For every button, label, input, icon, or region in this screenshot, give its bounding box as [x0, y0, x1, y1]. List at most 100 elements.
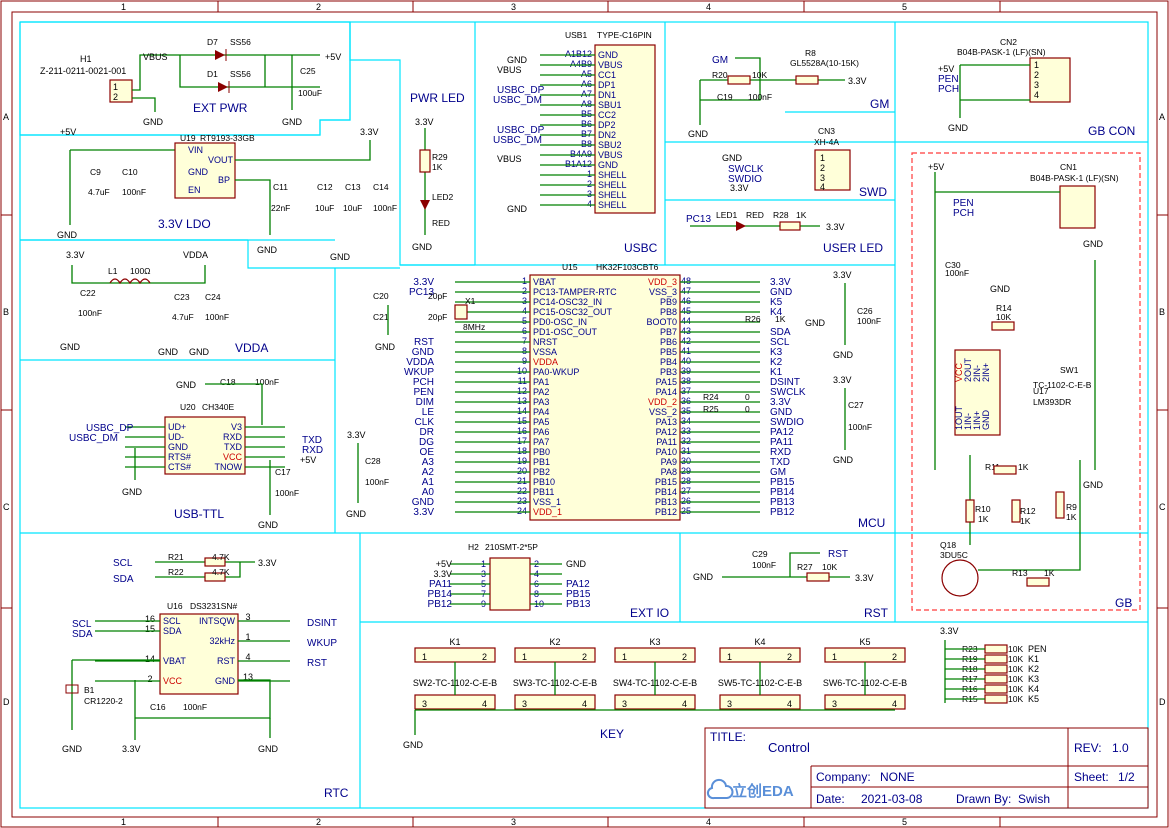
key-pin-number: 2	[682, 652, 687, 662]
r29-value: 1K	[432, 162, 443, 172]
pullup-net: K3	[1028, 674, 1039, 684]
key-pin-number: 1	[622, 652, 627, 662]
c14-value: 100nF	[373, 203, 397, 213]
key-pin-number: 3	[422, 699, 427, 709]
usb1-pin-name: VBUS	[598, 60, 623, 70]
u15-net-label: PB14	[770, 487, 795, 498]
title-block-frame	[704, 727, 1149, 809]
gnd-label: GND	[57, 230, 78, 240]
u15-pin-name: PB6	[660, 337, 677, 347]
u15-pin-number: 25	[681, 506, 691, 516]
net-3v3: 3.3V	[258, 558, 277, 568]
svg-text:3: 3	[820, 173, 825, 183]
h2-net-label: PA11	[429, 579, 452, 590]
u15-pin-name: PB7	[660, 327, 677, 337]
u15-net-label: WKUP	[404, 367, 434, 378]
net-3v3: 3.3V	[855, 573, 874, 583]
u15-net-label: PB13	[770, 497, 795, 508]
r21-resistor	[204, 557, 226, 567]
company-label: Company:	[816, 770, 871, 784]
p5v-label: +5V	[325, 52, 341, 62]
u15-pin-number: 23	[517, 496, 527, 506]
company-value: NONE	[880, 770, 915, 784]
r8-photoresistor	[795, 75, 819, 85]
net-pch: PCH	[953, 208, 974, 219]
pullup-net: K1	[1028, 654, 1039, 664]
u15-pin-name: PB2	[533, 467, 550, 477]
c23-value: 4.7uF	[172, 312, 194, 322]
u15-pin-number: 38	[681, 376, 691, 386]
led2-ref: LED2	[432, 192, 454, 202]
u15-pin-name: PB8	[660, 307, 677, 317]
u17-pin-name: GND	[981, 410, 991, 431]
u15-net-label: SCL	[770, 337, 790, 348]
u16-pin-number: 13	[243, 672, 253, 682]
usb1-pin-name: DP2	[598, 120, 616, 130]
key-net-label: K2	[549, 637, 560, 647]
u15-pin-number: 46	[681, 296, 691, 306]
u15-mcu	[529, 274, 681, 521]
u15-pin-number: 33	[681, 426, 691, 436]
h2-net-label: PB14	[428, 589, 453, 600]
net-pen: PEN	[938, 74, 959, 85]
h2-ref: H2	[468, 542, 479, 552]
svg-text:1: 1	[820, 153, 825, 163]
l1-ref: L1	[108, 266, 118, 276]
u15-pin-name: PB0	[533, 447, 550, 457]
title-gb: GB	[1115, 596, 1132, 610]
d1-diode	[218, 82, 228, 92]
usb1-pin-name: GND	[598, 160, 619, 170]
u15-pin-name: PD1-OSC_OUT	[533, 327, 598, 337]
u16-pin-number: 14	[145, 654, 155, 664]
c20-ref: C20	[373, 291, 389, 301]
b1-value: CR1220-2	[84, 696, 123, 706]
grid-row-c: C	[3, 502, 10, 512]
c30-value: 100nF	[945, 268, 969, 278]
u15-pin-name: VDD_2	[648, 397, 677, 407]
u15-pin-name: BOOT0	[646, 317, 677, 327]
pullup-value: 10K	[1008, 684, 1023, 694]
r26-value: 1K	[775, 314, 786, 324]
grid-col-5-b: 5	[902, 817, 907, 827]
u15-pin-name: PA0-WKUP	[533, 367, 579, 377]
svg-text:4: 4	[820, 182, 825, 192]
d1-ref: D1	[207, 69, 218, 79]
x1-ref: X1	[465, 296, 476, 306]
u15-net-label: 3.3V	[413, 507, 434, 518]
net-3v3: 3.3V	[66, 250, 85, 260]
u15-net-label: K4	[770, 307, 783, 318]
c12-ref: C12	[317, 182, 333, 192]
gnd-label: GND	[412, 242, 433, 252]
net-pen: PEN	[953, 198, 974, 209]
h1-value: Z-211-0211-0021-001	[40, 66, 126, 76]
c29-ref: C29	[752, 549, 768, 559]
c22-ref: C22	[80, 288, 96, 298]
c23-ref: C23	[174, 292, 190, 302]
u20-pin-name: UD-	[168, 432, 184, 442]
drawn-by-label: Drawn By:	[956, 792, 1011, 806]
c17-value: 100nF	[275, 488, 299, 498]
u15-pin-name: PC15-OSC32_OUT	[533, 307, 613, 317]
u20-pin-name: GND	[168, 442, 189, 452]
gnd-label: GND	[257, 245, 278, 255]
u15-pin-number: 1	[522, 276, 527, 286]
usb1-pin-number: A8	[581, 99, 592, 109]
q18-ref: Q18	[940, 540, 956, 550]
r12-ref: R12	[1020, 506, 1036, 516]
c18-value: 100nF	[255, 377, 279, 387]
u15-pin-name: PA1	[533, 377, 549, 387]
r9-ref: R9	[1066, 502, 1077, 512]
led1-ref: LED1	[716, 210, 738, 220]
r26-ref: R26	[745, 314, 761, 324]
u15-pin-number: 43	[681, 326, 691, 336]
u15-pin-number: 4	[522, 306, 527, 316]
grid-row-a: A	[3, 112, 9, 122]
c18-ref: C18	[220, 377, 236, 387]
r29-resistor	[419, 149, 431, 173]
u15-net-label: PA11	[770, 437, 793, 448]
gnd-label: GND	[833, 455, 854, 465]
svg-text:2: 2	[113, 92, 118, 102]
u17-value: LM393DR	[1033, 397, 1071, 407]
